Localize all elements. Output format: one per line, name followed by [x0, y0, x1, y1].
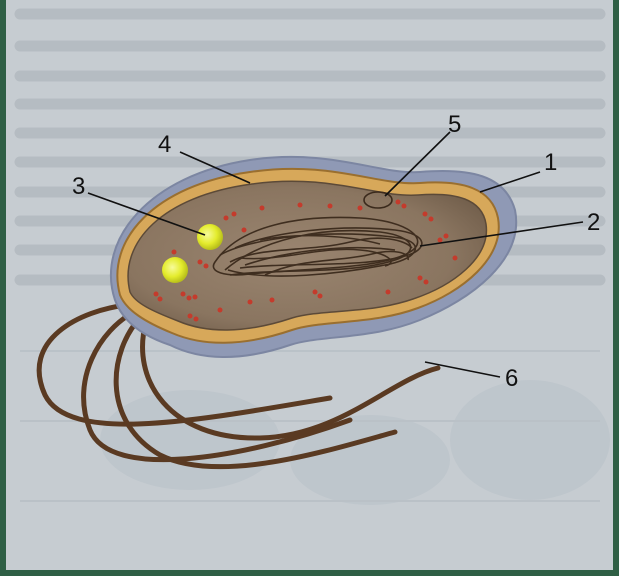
label-4: 4	[158, 131, 171, 158]
label-1: 1	[544, 149, 557, 176]
label-2: 2	[587, 209, 600, 236]
inclusion-granule-1	[197, 224, 223, 250]
label-6: 6	[505, 365, 518, 392]
inclusion-granule-2	[162, 257, 188, 283]
label-5: 5	[448, 111, 461, 138]
label-3: 3	[72, 173, 85, 200]
